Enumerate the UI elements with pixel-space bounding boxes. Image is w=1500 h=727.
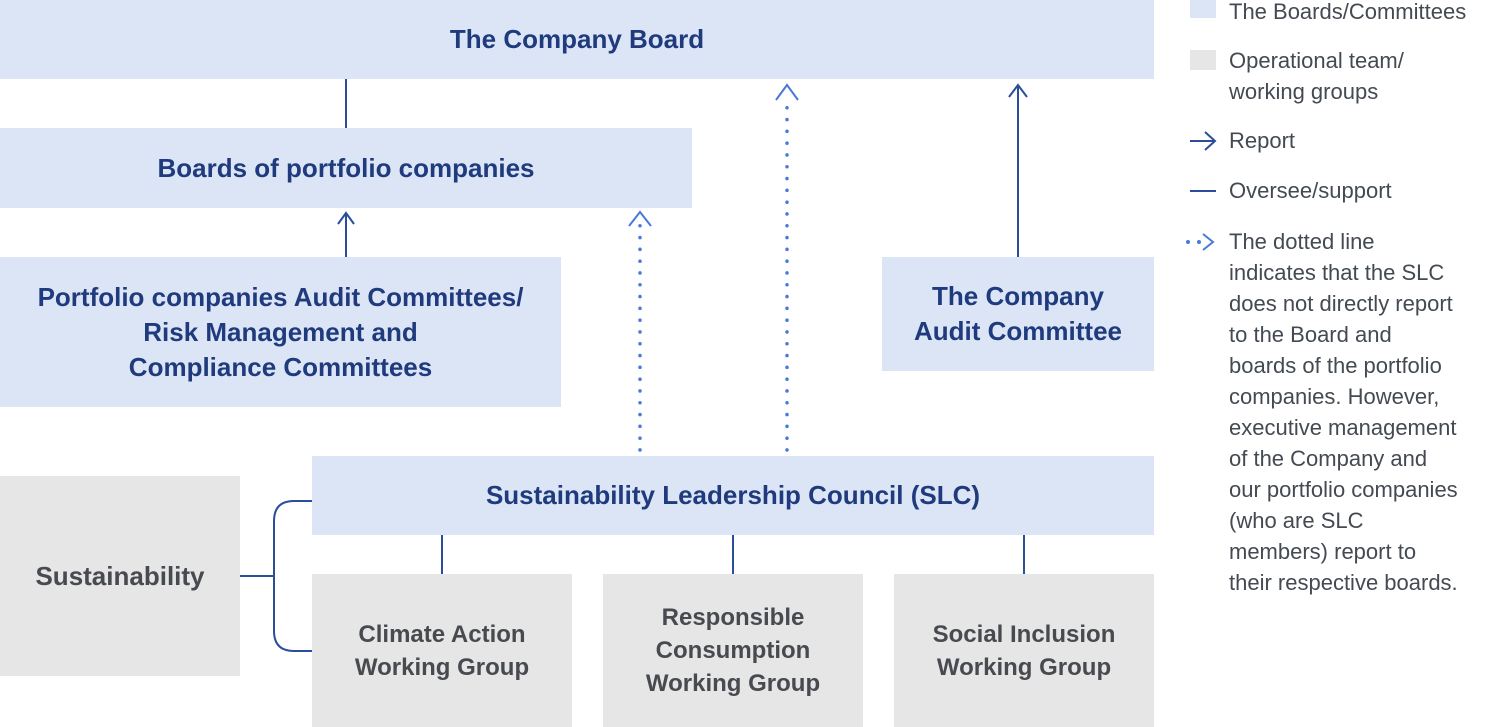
portfolio-boards-label: Boards of portfolio companies <box>157 152 535 183</box>
slc-label: Sustainability Leadership Council (SLC) <box>485 480 981 510</box>
company-audit-committee-box: The Company Audit Committee <box>882 257 1154 371</box>
legend-oversee-label: Oversee/support <box>1229 178 1392 203</box>
legend-boards-label: The Boards/Committees <box>1229 0 1467 24</box>
social-inclusion-wg-label: Social Inclusion Working Group <box>932 620 1116 681</box>
sustainability-label: Sustainability <box>35 560 205 591</box>
legend-boards-swatch <box>1190 0 1216 18</box>
sustainability-box: Sustainability <box>0 476 240 676</box>
report-arrowhead-audit <box>1008 83 1028 98</box>
dotted-arrowhead-slc-board <box>775 83 799 101</box>
social-inclusion-wg-box: Social Inclusion Working Group <box>894 574 1154 727</box>
legend-operational-label: Operational team/ working groups <box>1229 48 1404 104</box>
portfolio-committees-box: Portfolio companies Audit Committees/ Ri… <box>0 257 561 407</box>
report-arrowhead-committees <box>337 211 355 225</box>
responsible-consumption-wg-box: Responsible Consumption Working Group <box>603 574 863 727</box>
report-arrow-icon <box>1190 131 1217 151</box>
responsible-consumption-wg-label: Responsible Consumption Working Group <box>645 604 821 697</box>
sustainability-bracket <box>273 500 312 652</box>
oversee-line-icon <box>1190 190 1216 192</box>
slc-box: Sustainability Leadership Council (SLC) <box>312 456 1154 535</box>
portfolio-committees-label: Portfolio companies Audit Committees/ Ri… <box>37 281 524 382</box>
legend-report-label: Report <box>1229 128 1296 153</box>
climate-action-wg-label: Climate Action Working Group <box>354 620 530 681</box>
portfolio-boards-box: Boards of portfolio companies <box>0 128 692 208</box>
dotted-arrow-icon <box>1186 233 1215 251</box>
dotted-arrowhead-slc-portfolio <box>628 210 652 227</box>
climate-action-wg-box: Climate Action Working Group <box>312 574 572 727</box>
company-board-box: The Company Board <box>0 0 1154 79</box>
company-audit-committee-label: The Company Audit Committee <box>914 281 1122 346</box>
legend-operational-swatch <box>1190 50 1216 70</box>
legend-dotted-note: The dotted line indicates that the SLC d… <box>1229 229 1458 595</box>
company-board-label: The Company Board <box>449 24 705 54</box>
